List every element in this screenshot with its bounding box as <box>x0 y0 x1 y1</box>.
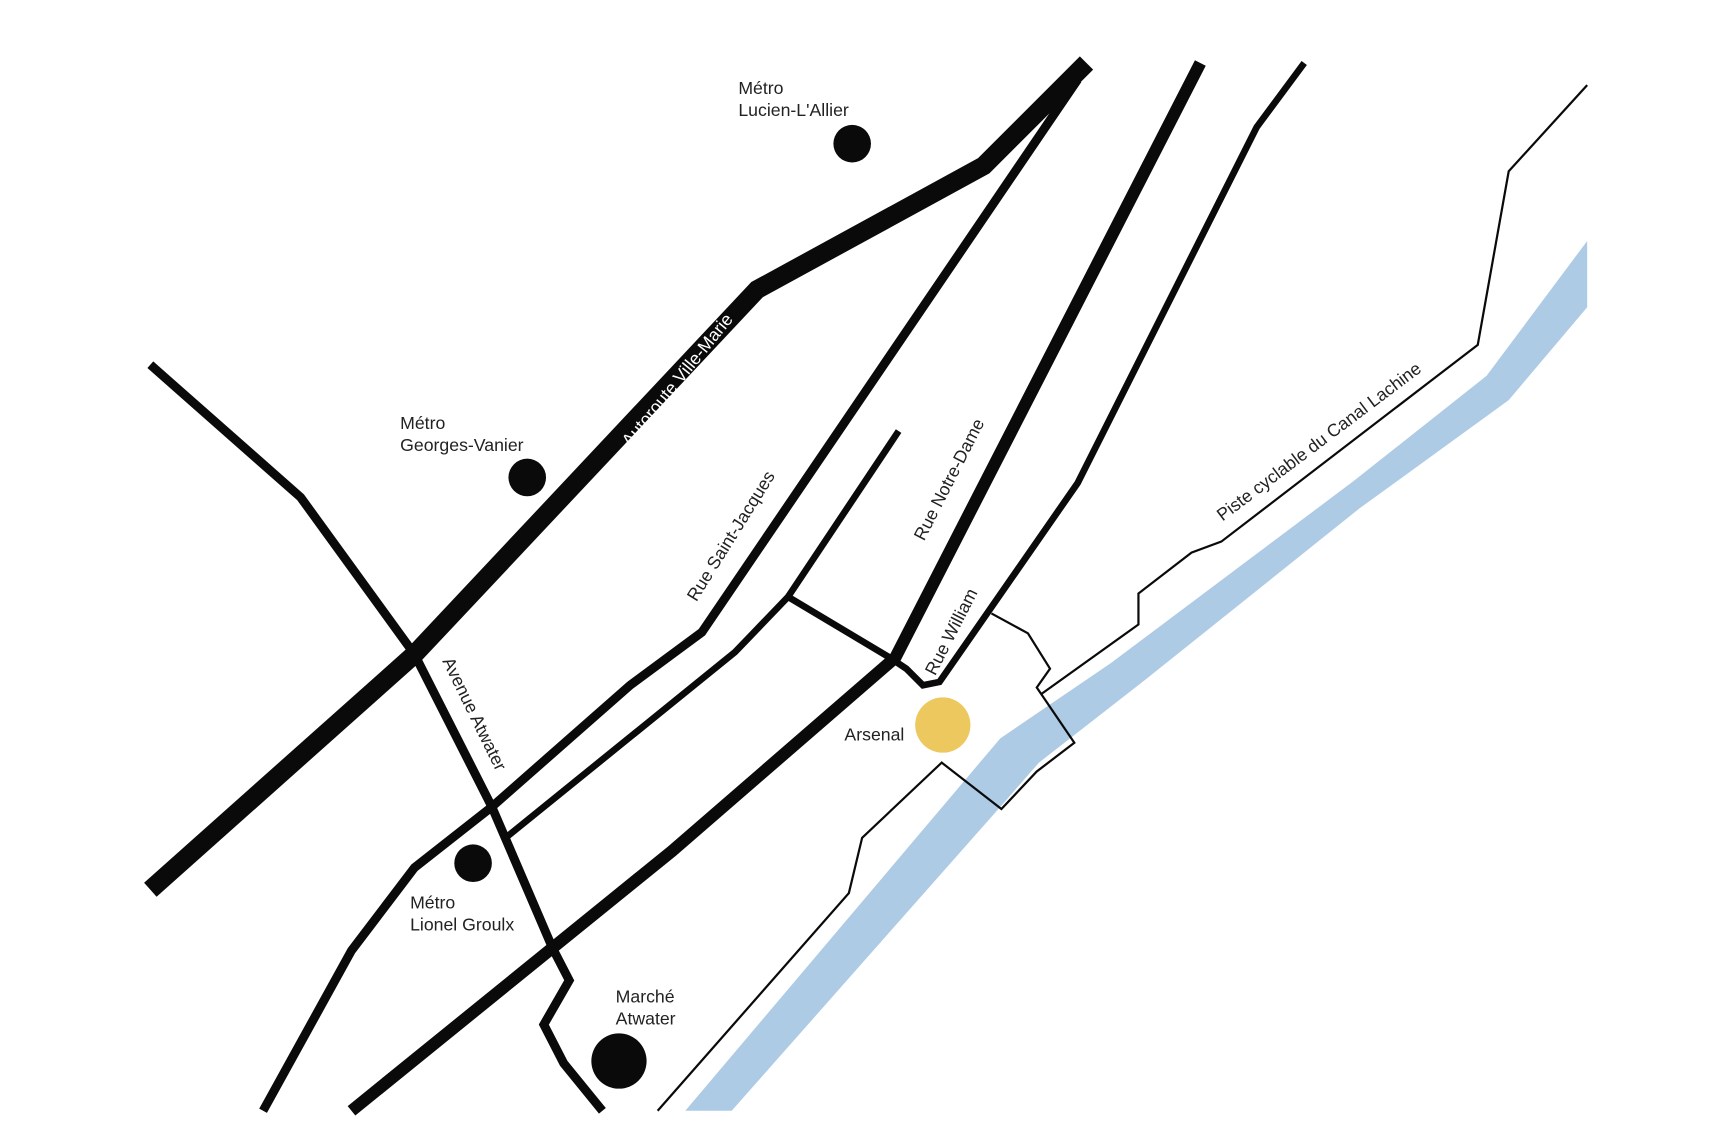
street-rue-saint-jacques <box>259 77 1082 1113</box>
street-minor-1 <box>500 592 892 843</box>
metro-lionel-groulx-marker[interactable] <box>454 844 492 882</box>
arsenal-marker[interactable] <box>915 697 971 753</box>
label-autoroute: Autoroute Ville-Marie <box>618 309 737 450</box>
label-metro-lucien-1: Métro <box>738 78 783 98</box>
label-metro-lionel-1: Métro <box>410 893 455 913</box>
cycle-path <box>1040 84 1589 696</box>
canal-lachine <box>685 240 1588 1111</box>
metro-georges-vanier-marker[interactable] <box>508 458 547 497</box>
label-metro-lucien-2: Lucien-L'Allier <box>738 100 849 120</box>
metro-lucien-lallier-marker[interactable] <box>833 124 871 163</box>
marche-atwater-marker[interactable] <box>591 1033 647 1089</box>
label-marche-2: Atwater <box>616 1009 676 1029</box>
label-metro-georges-1: Métro <box>400 413 445 433</box>
street-autoroute-ville-marie <box>144 56 1094 897</box>
street-rue-notre-dame <box>347 60 1206 1116</box>
arsenal-boundary <box>656 612 1076 1112</box>
label-cycle-path: Piste cyclable du Canal Lachine <box>1213 358 1425 525</box>
label-arsenal: Arsenal <box>844 725 904 745</box>
street-rue-william <box>887 61 1307 689</box>
label-metro-georges-2: Georges-Vanier <box>400 435 524 455</box>
street-avenue-atwater <box>147 361 606 1114</box>
label-notre-dame: Rue Notre-Dame <box>910 415 989 543</box>
street-minor-2 <box>785 429 902 599</box>
label-metro-lionel-2: Lionel Groulx <box>410 915 514 935</box>
label-marche-1: Marché <box>616 986 675 1006</box>
